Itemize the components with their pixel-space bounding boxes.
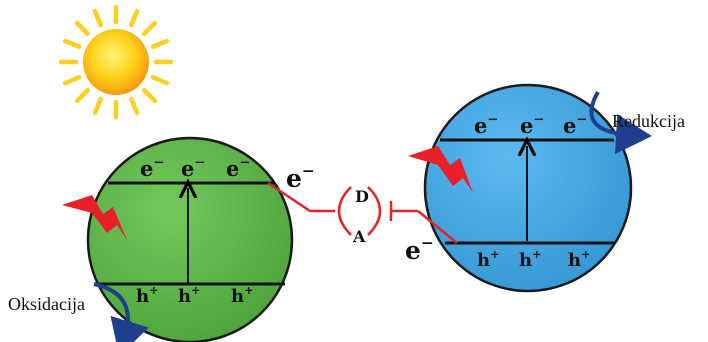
sun-ray xyxy=(129,96,140,116)
electron-label: e− xyxy=(563,113,587,138)
sun-ray xyxy=(62,38,82,49)
electron-label: e− xyxy=(181,156,205,181)
oxidation-label: Oksidacija xyxy=(8,294,85,314)
donor-label: D xyxy=(355,187,369,206)
sun-ray xyxy=(150,75,170,86)
lightning-bolt-icon xyxy=(62,195,127,240)
hole-label: h+ xyxy=(231,284,253,307)
sun-ray xyxy=(62,75,82,86)
hole-label: h+ xyxy=(519,248,541,271)
reduction-label: Redukcija xyxy=(612,111,685,131)
acceptor-label: A xyxy=(352,227,366,246)
blue-photocatalyst-sphere xyxy=(423,83,633,293)
lightning-bolt-icon-2 xyxy=(408,146,473,193)
hole-label: h+ xyxy=(178,284,200,307)
sun-ray xyxy=(92,8,103,28)
sun-ray xyxy=(129,8,140,28)
electron-label: e− xyxy=(226,156,250,181)
transferred-electron-label: e− xyxy=(286,161,315,193)
sun-ray xyxy=(150,38,170,49)
sun-ray xyxy=(92,96,103,116)
oxidation-arrow xyxy=(93,282,149,342)
hole-label: h+ xyxy=(477,248,499,271)
electron-label: e− xyxy=(474,113,498,138)
sun-ray xyxy=(74,88,90,104)
electron-label: e− xyxy=(520,113,544,138)
reduction-arrow xyxy=(589,91,652,155)
sun-ray xyxy=(74,20,90,36)
hole-label: h+ xyxy=(136,284,158,307)
electron-transfer-paths xyxy=(267,181,458,244)
electron-label: e− xyxy=(140,156,164,181)
hole-label: h+ xyxy=(568,248,590,271)
sun-icon xyxy=(58,4,174,120)
transferred-electron-label: e− xyxy=(405,233,434,265)
sun-ray xyxy=(142,20,158,36)
green-photocatalyst-sphere xyxy=(86,136,294,342)
sun-ray xyxy=(142,88,158,104)
